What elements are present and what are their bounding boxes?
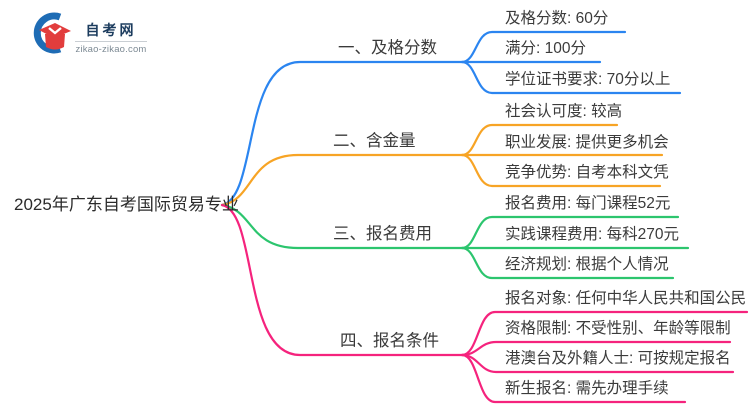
leaf-node[interactable]: 学位证书要求: 70分以上 xyxy=(505,71,671,88)
leaf-node[interactable]: 港澳台及外籍人士: 可按规定报名 xyxy=(505,350,731,367)
leaf-node[interactable]: 社会认可度: 较高 xyxy=(505,103,623,120)
leaf-node[interactable]: 报名对象: 任何中华人民共和国公民 xyxy=(505,290,747,307)
leaf-node[interactable]: 及格分数: 60分 xyxy=(505,10,609,27)
leaf-node[interactable]: 新生报名: 需先办理手续 xyxy=(505,380,669,397)
leaf-node[interactable]: 满分: 100分 xyxy=(505,40,586,57)
root-node[interactable]: 2025年广东自考国际贸易专业 xyxy=(14,195,239,214)
branch-4-lines xyxy=(220,203,749,404)
leaf-node[interactable]: 资格限制: 不受性别、年龄等限制 xyxy=(505,320,731,337)
leaf-node[interactable]: 经济规划: 根据个人情况 xyxy=(505,256,669,273)
leaf-node[interactable]: 实践课程费用: 每科270元 xyxy=(505,226,679,243)
graduation-cap-icon xyxy=(33,12,71,54)
leaf-node[interactable]: 职业发展: 提供更多机会 xyxy=(505,134,669,151)
logo[interactable]: 自考网 zikao-zikao.com xyxy=(28,8,153,56)
branch-1-lines xyxy=(220,30,682,207)
branch-2-lines xyxy=(220,123,664,207)
logo-domain: zikao-zikao.com xyxy=(75,44,147,55)
branch-node-value[interactable]: 二、含金量 xyxy=(333,132,416,150)
logo-divider xyxy=(75,41,147,42)
branch-3-lines xyxy=(220,203,690,280)
leaf-node[interactable]: 报名费用: 每门课程52元 xyxy=(505,195,671,212)
logo-title: 自考网 xyxy=(85,22,137,38)
branch-node-fees[interactable]: 三、报名费用 xyxy=(333,225,432,243)
branch-node-passing-score[interactable]: 一、及格分数 xyxy=(338,39,437,57)
leaf-node[interactable]: 竞争优势: 自考本科文凭 xyxy=(505,164,669,181)
branch-node-requirements[interactable]: 四、报名条件 xyxy=(340,332,439,350)
